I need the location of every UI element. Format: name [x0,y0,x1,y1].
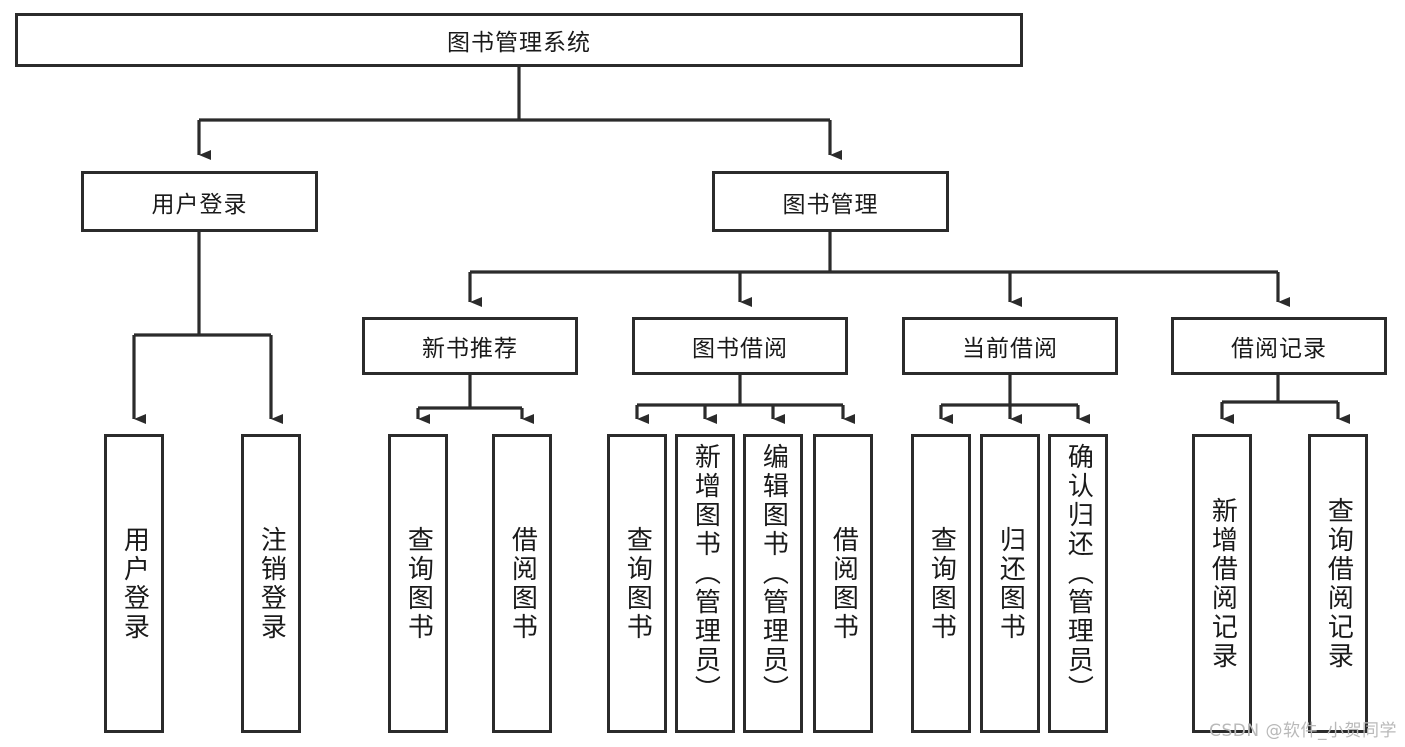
node-leaf-query-book-1[interactable]: 查询图书 [388,434,448,733]
node-leaf-borrow-book-1[interactable]: 借阅图书 [492,434,552,733]
node-leaf-borrow-book-1-label: 借阅图书 [507,525,538,642]
node-leaf-edit-book-label: 编辑图书（管理员） [758,443,789,704]
node-root-system[interactable]: 图书管理系统 [15,13,1023,67]
node-leaf-borrow-book-2-label: 借阅图书 [828,525,859,642]
node-leaf-add-record[interactable]: 新增借阅记录 [1192,434,1252,733]
node-borrow-record[interactable]: 借阅记录 [1171,317,1387,375]
node-current-borrow-label: 当前借阅 [962,336,1058,362]
node-leaf-query-record[interactable]: 查询借阅记录 [1308,434,1368,733]
node-leaf-confirm-return-label: 确认归还（管理员） [1063,443,1094,704]
node-new-book-recommend-label: 新书推荐 [422,336,518,362]
node-leaf-query-book-1-label: 查询图书 [403,525,434,642]
node-leaf-query-book-2-label: 查询图书 [622,525,653,642]
node-new-book-recommend[interactable]: 新书推荐 [362,317,578,375]
node-leaf-query-book-3-label: 查询图书 [926,525,957,642]
node-user-login[interactable]: 用户登录 [81,171,318,232]
node-book-borrow-label: 图书借阅 [692,336,788,362]
node-leaf-logout-login-label: 注销登录 [256,525,287,642]
node-leaf-user-login-label: 用户登录 [119,525,150,642]
node-leaf-logout-login[interactable]: 注销登录 [241,434,301,733]
csdn-watermark: CSDN @软件_小贺同学 [1209,721,1397,741]
node-leaf-query-book-2[interactable]: 查询图书 [607,434,667,733]
node-leaf-borrow-book-2[interactable]: 借阅图书 [813,434,873,733]
node-current-borrow[interactable]: 当前借阅 [902,317,1118,375]
node-root-label: 图书管理系统 [447,30,591,56]
node-leaf-user-login[interactable]: 用户登录 [104,434,164,733]
node-leaf-add-record-label: 新增借阅记录 [1207,496,1238,671]
node-leaf-return-book[interactable]: 归还图书 [980,434,1040,733]
node-leaf-add-book-label: 新增图书（管理员） [690,443,721,704]
node-leaf-add-book[interactable]: 新增图书（管理员） [675,434,735,733]
node-book-management[interactable]: 图书管理 [712,171,949,232]
node-leaf-confirm-return[interactable]: 确认归还（管理员） [1048,434,1108,733]
node-book-management-label: 图书管理 [782,191,879,218]
node-leaf-edit-book[interactable]: 编辑图书（管理员） [743,434,803,733]
node-leaf-query-book-3[interactable]: 查询图书 [911,434,971,733]
node-user-login-label: 用户登录 [151,191,248,218]
node-borrow-record-label: 借阅记录 [1231,336,1327,362]
node-leaf-query-record-label: 查询借阅记录 [1323,496,1354,671]
node-book-borrow[interactable]: 图书借阅 [632,317,848,375]
node-leaf-return-book-label: 归还图书 [995,525,1026,642]
